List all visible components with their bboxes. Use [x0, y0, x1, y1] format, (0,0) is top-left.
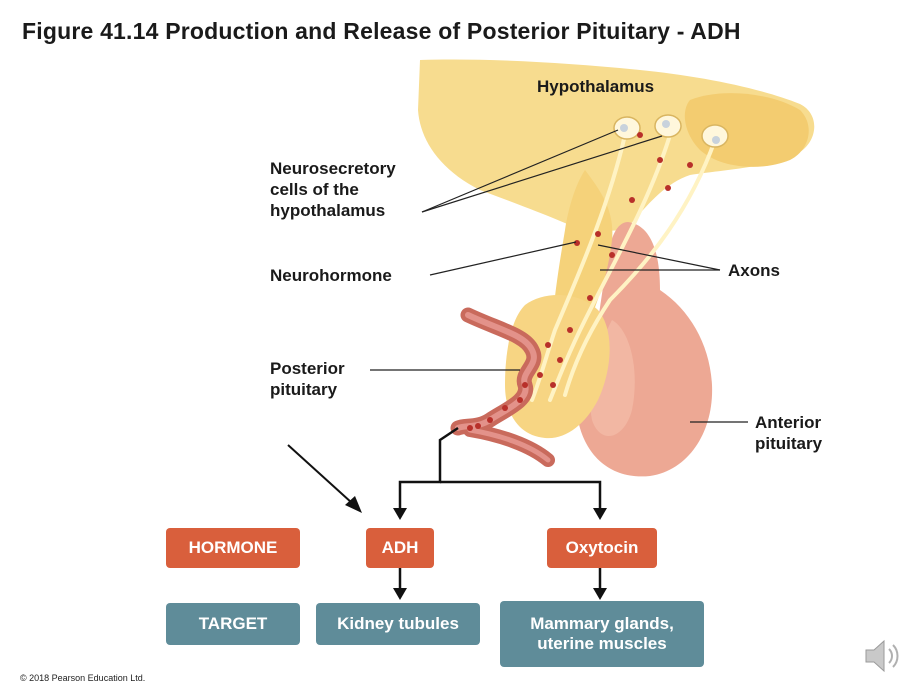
leader-lines — [370, 129, 748, 423]
oxytocin-box: Oxytocin — [547, 528, 657, 568]
mammary-line-2: uterine muscles — [537, 634, 667, 653]
pituitary-stalk — [552, 170, 613, 325]
pointer-arrow — [287, 444, 362, 513]
adh-box: ADH — [366, 528, 434, 568]
anterior-label-line-1: Anterior — [755, 413, 822, 432]
mammary-line-1: Mammary glands, — [530, 614, 674, 633]
mammary-glands-box: Mammary glands, uterine muscles — [500, 601, 704, 667]
axons-label: Axons — [728, 261, 780, 280]
neurohormone-dots — [467, 132, 693, 431]
neurosecretory-label-line-1: Neurosecretory — [270, 159, 396, 178]
target-box: TARGET — [166, 603, 300, 645]
flow-arrowheads — [393, 508, 607, 600]
posterior-label-line-1: Posterior — [270, 359, 345, 378]
kidney-tubules-box: Kidney tubules — [316, 603, 480, 645]
anterior-pituitary-label: Anterior pituitary — [755, 412, 822, 454]
anterior-label-line-2: pituitary — [755, 434, 823, 453]
posterior-pituitary-label: Posterior pituitary — [270, 358, 345, 400]
speaker-icon[interactable] — [860, 634, 904, 678]
hypothalamus-bulge — [684, 93, 809, 167]
posterior-label-line-2: pituitary — [270, 380, 338, 399]
copyright-notice: © 2018 Pearson Education Ltd. — [20, 673, 146, 683]
neurohormone-label: Neurohormone — [270, 266, 392, 285]
figure-title: Figure 41.14 Production and Release of P… — [22, 18, 741, 44]
neurosecretory-label-line-3: hypothalamus — [270, 201, 386, 220]
neurosecretory-cells — [613, 114, 729, 148]
neurosecretory-label-line-2: cells of the — [270, 180, 359, 199]
hypothalamus-label: Hypothalamus — [537, 77, 655, 96]
posterior-pituitary-shape — [505, 294, 610, 439]
flow-connector — [398, 426, 602, 590]
neurosecretory-label: Neurosecretory cells of the hypothalamus — [270, 158, 396, 221]
hormone-box: HORMONE — [166, 528, 300, 568]
